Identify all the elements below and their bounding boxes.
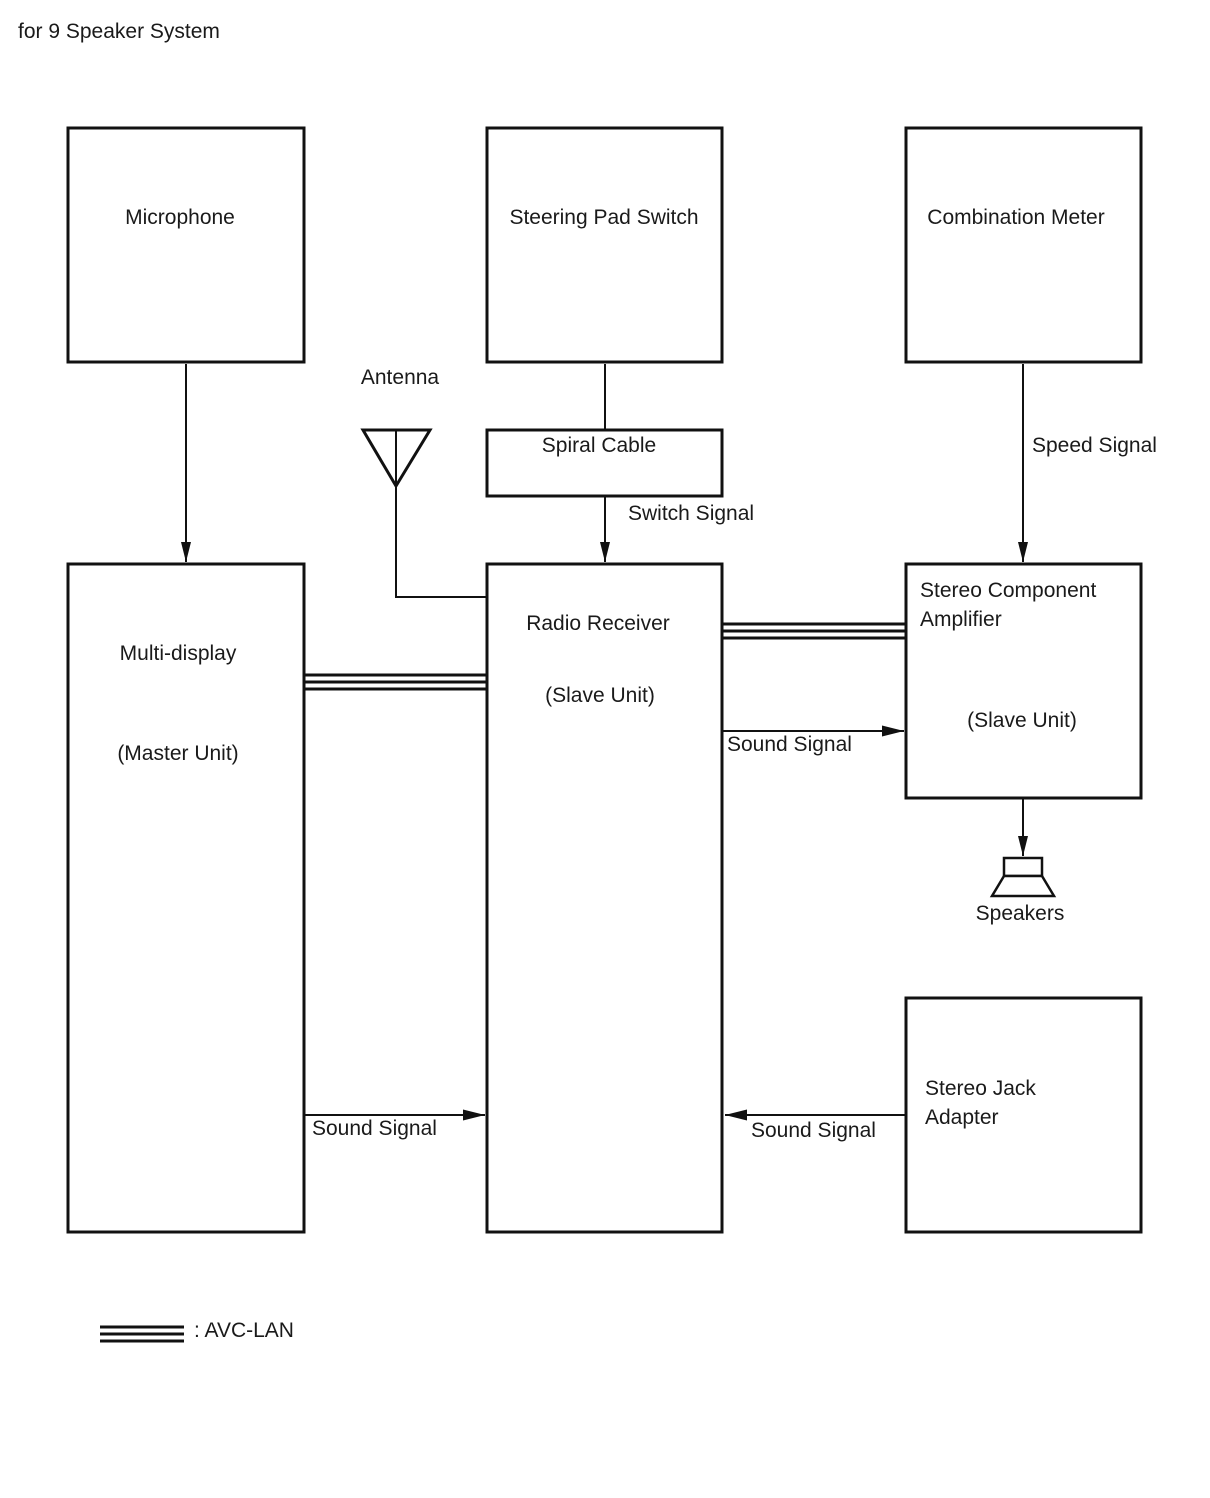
diagram-title: for 9 Speaker System — [18, 20, 220, 43]
combination-meter-block: Combination Meter — [904, 126, 1143, 364]
avc-lan-multi-display-radio — [305, 673, 487, 691]
sound-signal-amplifier-label: Sound Signal — [727, 733, 852, 756]
stereo-amplifier-label-line2: Amplifier — [920, 608, 1002, 631]
microphone-block: Microphone — [66, 126, 306, 364]
antenna-label: Antenna — [361, 366, 440, 389]
stereo-jack-label-line1: Stereo Jack — [925, 1077, 1036, 1100]
stereo-amplifier-role: (Slave Unit) — [967, 709, 1077, 732]
steering-pad-switch-block: Steering Pad Switch — [485, 126, 724, 364]
sound-signal-multi-display-label: Sound Signal — [312, 1117, 437, 1140]
sound-signal-stereo-jack-label: Sound Signal — [751, 1119, 876, 1142]
multi-display-label: Multi-display — [120, 642, 237, 665]
stereo-amplifier-label-line1: Stereo Component — [920, 579, 1096, 602]
speakers-label: Speakers — [976, 902, 1065, 925]
spiral-cable-block: Spiral Cable — [485, 428, 724, 498]
multi-display-role: (Master Unit) — [117, 742, 238, 765]
antenna-icon: Antenna — [360, 366, 440, 489]
stereo-jack-adapter-block: Stereo Jack Adapter — [904, 996, 1143, 1234]
stereo-jack-label-line2: Adapter — [925, 1106, 999, 1129]
legend-avc-lan: : AVC-LAN — [100, 1319, 294, 1343]
speed-signal-label: Speed Signal — [1032, 434, 1157, 457]
switch-signal-label: Switch Signal — [628, 502, 754, 525]
radio-receiver-role: (Slave Unit) — [545, 684, 655, 707]
multi-display-block: Multi-display (Master Unit) — [66, 562, 306, 1234]
avc-lan-radio-amplifier — [723, 622, 906, 640]
radio-receiver-block: Radio Receiver (Slave Unit) — [485, 562, 724, 1234]
legend-avc-lan-label: : AVC-LAN — [194, 1319, 294, 1342]
microphone-label: Microphone — [125, 206, 235, 229]
antenna-feed-line — [395, 486, 487, 598]
radio-receiver-label: Radio Receiver — [526, 612, 670, 635]
stereo-component-amplifier-block: Stereo Component Amplifier (Slave Unit) — [904, 562, 1143, 800]
combination-meter-label: Combination Meter — [927, 206, 1104, 229]
speaker-icon: Speakers — [976, 856, 1065, 925]
steering-pad-switch-label: Steering Pad Switch — [509, 206, 698, 229]
spiral-cable-label: Spiral Cable — [542, 434, 656, 457]
